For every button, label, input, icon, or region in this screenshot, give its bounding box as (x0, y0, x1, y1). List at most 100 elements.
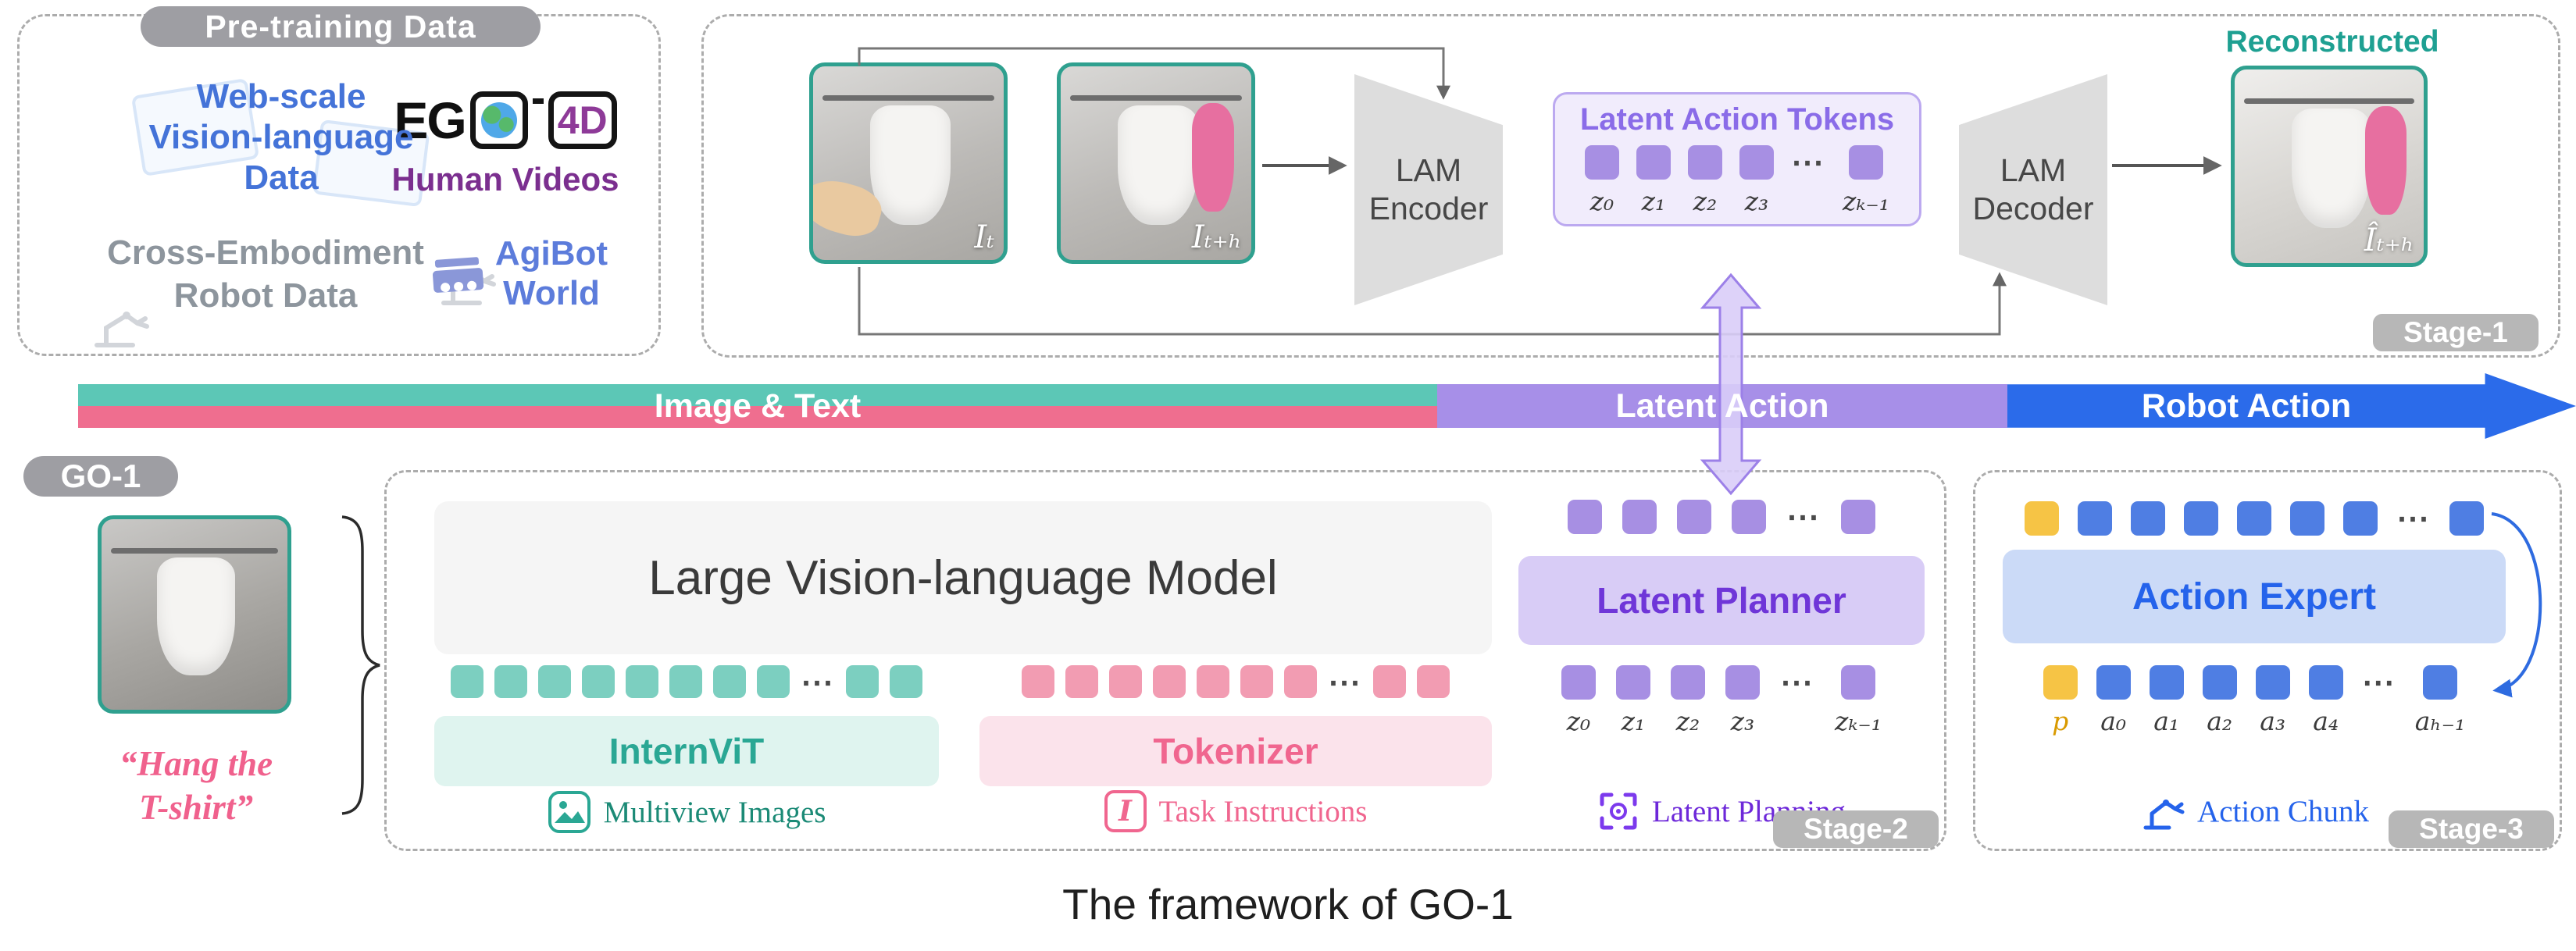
robot-action-label: Robot Action (2141, 386, 2352, 425)
latent-token: z₂ (1687, 145, 1722, 216)
glasses-bridge-icon (532, 98, 544, 104)
purple-token-square (1561, 665, 1596, 700)
action-chunk-label: Action Chunk (2197, 794, 2369, 828)
vision-token-row: ⋯ (434, 665, 939, 700)
purple-token-square (1841, 500, 1875, 534)
blue-token-square (2422, 665, 2457, 700)
token-label: z₁ (1641, 186, 1666, 216)
lam-encoder-label: LAM Encoder (1368, 151, 1489, 226)
closet-rod (2244, 98, 2414, 105)
text-token-row: ⋯ (979, 665, 1492, 700)
teal-token-square (846, 665, 879, 698)
ego4d-logo-4d: 4D (557, 98, 608, 142)
image-text-label: Image & Text (654, 386, 862, 425)
task-instruction-text: “Hang the T-shirt” (119, 744, 273, 828)
pretraining-title-pill: Pre-training Data (141, 6, 541, 47)
glasses-right-lens-icon: 4D (548, 91, 617, 149)
purple-token-square (1687, 145, 1722, 180)
purple-token-square (1622, 500, 1657, 534)
purple-token-square (1739, 145, 1774, 180)
token-label: a₁ (2153, 706, 2180, 736)
latent-token: z₁ (1636, 145, 1671, 216)
blue-token-square (2131, 501, 2165, 536)
blue-token-square (2343, 501, 2378, 536)
latent-planning-icon (1600, 792, 1637, 830)
frame-t-plus-h-label: Iₜ₊ₕ (1191, 219, 1242, 255)
pink-garment (2365, 106, 2407, 215)
teal-token-square (669, 665, 702, 698)
proprio-token: p (2043, 665, 2078, 736)
tokenizer-label: Tokenizer (1153, 731, 1318, 771)
latent-token: z₁ (1615, 665, 1650, 736)
internvit-block: InternViT (434, 716, 939, 786)
image-text-segment-bottom (78, 406, 1437, 428)
training-flow-bar: Image & Text Latent Action Robot Action (78, 373, 2576, 439)
pink-token-square (1417, 665, 1450, 698)
action-token: a₁ (2149, 665, 2184, 736)
action-input-token-row: ⋯ (2003, 501, 2506, 536)
task-instructions-item: I Task Instructions (979, 790, 1492, 832)
token-label: z₃ (1744, 186, 1769, 216)
glasses-left-lens-icon (469, 91, 528, 149)
colosseum-icon (432, 256, 484, 293)
ellipsis: ⋯ (1786, 498, 1821, 535)
robot-arm-icon (2143, 800, 2185, 830)
web-scale-data-label: Web-scale Vision-language Data (148, 77, 414, 197)
agibot-world-item: AgiBot World (391, 234, 648, 313)
ellipsis: ⋯ (1779, 664, 1814, 700)
latent-token: z₃ (1725, 665, 1760, 736)
ellipsis: ⋯ (2396, 500, 2431, 536)
teal-token-square (757, 665, 790, 698)
action-token: a₀ (2096, 665, 2131, 736)
purple-token-square (1848, 145, 1883, 180)
pink-token-square (1022, 665, 1054, 698)
white-shirt (2291, 108, 2371, 229)
latent-token: zₖ₋₁ (1835, 665, 1882, 736)
task-instructions-glyph: I (1119, 795, 1132, 828)
vlm-title: Large Vision-language Model (648, 550, 1278, 605)
multiview-images-icon (548, 791, 590, 833)
stage2-badge: Stage-2 (1773, 810, 1939, 848)
robot-arm-decor-icon (95, 312, 149, 347)
frame-t-label: Iₜ (974, 219, 994, 255)
ellipsis: ⋯ (1790, 144, 1825, 180)
latent-token: z₀ (1561, 665, 1596, 736)
token-label: z₃ (1730, 706, 1755, 736)
pretraining-data-panel (17, 14, 661, 356)
teal-token-square (626, 665, 658, 698)
planner-input-token-row: ⋯ (1518, 500, 1925, 534)
blue-token-square (2449, 501, 2484, 536)
teal-token-square (451, 665, 483, 698)
action-token: a₄ (2308, 665, 2343, 736)
purple-token-square (1670, 665, 1705, 700)
latent-action-tokens-box: Latent Action Tokens z₀ z₁ z₂ z₃ ⋯ zₖ₋₁ (1553, 92, 1921, 226)
teal-token-square (890, 665, 922, 698)
latent-token: z₃ (1739, 145, 1774, 216)
purple-token-square (1568, 500, 1602, 534)
pink-token-square (1065, 665, 1098, 698)
pink-token-square (1109, 665, 1142, 698)
purple-token-square (1615, 665, 1650, 700)
multiview-images-label: Multiview Images (603, 795, 826, 829)
ego4d-logo: EG 4D (353, 86, 658, 155)
pink-garment (1192, 103, 1235, 212)
figure-caption: The framework of GO-1 (1062, 880, 1514, 928)
blue-token-square (2096, 665, 2131, 700)
token-label: p (2052, 706, 2069, 736)
latent-action-tokens-title: Latent Action Tokens (1579, 102, 1895, 137)
latent-token: zₖ₋₁ (1843, 145, 1889, 216)
purple-token-square (1840, 665, 1875, 700)
globe-icon (480, 102, 517, 138)
action-output-token-row: p a₀ a₁ a₂ a₃ a₄ ⋯ aₕ₋₁ (2003, 665, 2506, 736)
white-shirt (1118, 105, 1198, 226)
pink-token-square (1153, 665, 1186, 698)
yellow-token-square (2025, 501, 2059, 536)
action-chunk-item: Action Chunk (2003, 790, 2506, 832)
purple-token-square (1584, 145, 1619, 180)
latent-token-row: z₀ z₁ z₂ z₃ ⋯ zₖ₋₁ (1584, 144, 1889, 216)
internvit-label: InternViT (608, 731, 765, 771)
planner-output-token-row: z₀ z₁ z₂ z₃ ⋯ zₖ₋₁ (1518, 665, 1925, 736)
vlm-block: Large Vision-language Model (434, 501, 1492, 654)
blue-token-square (2255, 665, 2290, 700)
pink-token-square (1284, 665, 1317, 698)
